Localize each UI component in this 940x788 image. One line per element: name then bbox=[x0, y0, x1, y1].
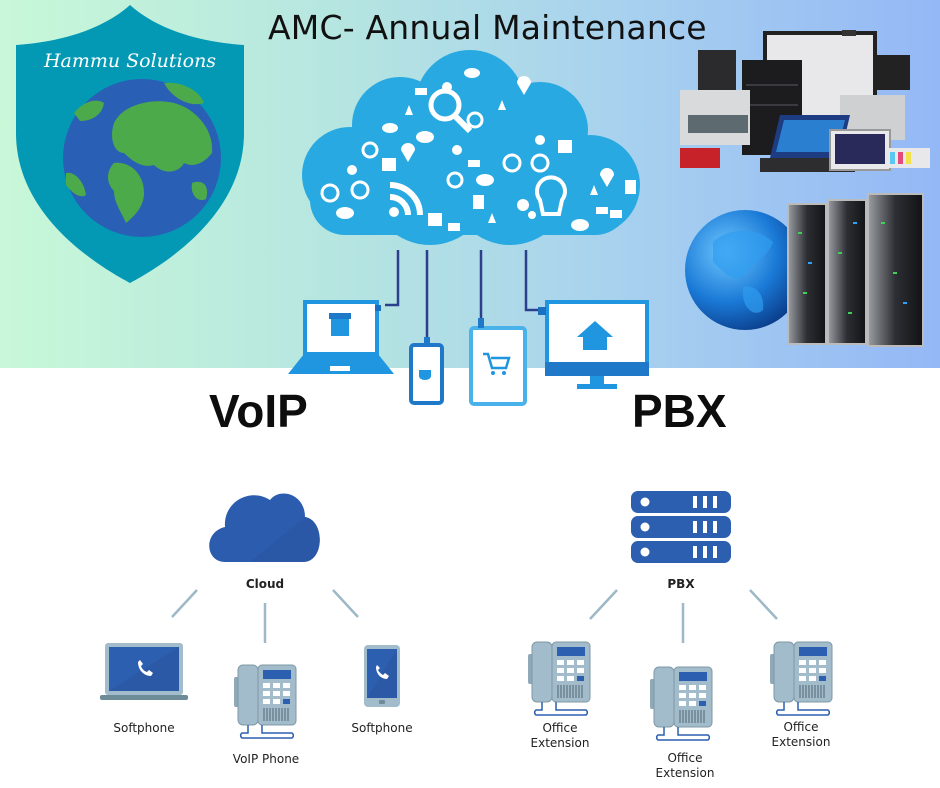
laptop-store-icon bbox=[288, 300, 394, 374]
company-name: Hammu Solutions bbox=[43, 50, 217, 72]
gears-icon bbox=[528, 211, 536, 219]
bell-icon bbox=[498, 100, 506, 110]
chat-icon bbox=[464, 68, 480, 78]
tablet-cart-icon bbox=[469, 318, 527, 406]
users-icon bbox=[442, 82, 452, 92]
label-line-2: Extension bbox=[771, 735, 831, 749]
label-line-1: Office bbox=[783, 720, 819, 734]
pbx-node-label: Office Extension bbox=[510, 721, 610, 751]
power-icon bbox=[361, 141, 379, 159]
chat-icon bbox=[476, 174, 494, 186]
voip-connectors bbox=[171, 589, 359, 643]
cloud-icon bbox=[209, 493, 320, 562]
cart-icon bbox=[610, 210, 622, 218]
users-icon bbox=[535, 135, 545, 145]
users-icon bbox=[347, 165, 357, 175]
label-line-1: Office bbox=[667, 751, 703, 765]
power-icon bbox=[446, 171, 464, 189]
calendar-icon bbox=[558, 140, 572, 153]
voip-node-label: Softphone bbox=[351, 721, 413, 735]
mobile-phone-icon bbox=[364, 645, 400, 707]
location-pin-icon bbox=[401, 143, 415, 162]
headset-icon bbox=[530, 153, 550, 173]
cloud-services-icon bbox=[302, 50, 640, 245]
desk-phone-icon bbox=[770, 641, 833, 716]
coffee-cup-icon bbox=[415, 88, 427, 95]
location-pin-icon bbox=[517, 76, 531, 95]
office-extension-phone bbox=[768, 640, 836, 716]
voip-heading: VoIP bbox=[209, 385, 308, 437]
info-icon bbox=[502, 153, 522, 173]
cart-icon bbox=[448, 223, 460, 231]
office-extension-phone bbox=[526, 640, 594, 716]
pbx-connectors bbox=[589, 589, 778, 643]
chat-icon bbox=[382, 123, 398, 133]
globe-server-racks bbox=[685, 193, 924, 347]
pbx-node-label: Office Extension bbox=[751, 720, 851, 750]
clipboard-icon bbox=[625, 180, 636, 194]
chat-icon bbox=[416, 131, 434, 143]
chat-icon bbox=[571, 219, 589, 231]
laptop-phone-icon bbox=[100, 643, 188, 700]
pbx-node-label: Office Extension bbox=[635, 751, 735, 781]
company-logo bbox=[16, 5, 244, 283]
voip-node-label: Softphone bbox=[113, 721, 175, 735]
coffee-cup-icon bbox=[596, 207, 608, 214]
desk-phone-icon bbox=[650, 666, 713, 741]
desk-phone-icon bbox=[528, 641, 591, 716]
voip-node-label: VoIP Phone bbox=[232, 752, 300, 766]
wifi-icon bbox=[389, 182, 423, 216]
cloud-hub-label: Cloud bbox=[245, 577, 285, 591]
page-title: AMC- Annual Maintenance bbox=[268, 8, 707, 47]
office-extension-phone bbox=[648, 665, 716, 741]
pbx-heading: PBX bbox=[632, 385, 727, 437]
computer-hardware-collage bbox=[680, 30, 930, 172]
power-icon bbox=[466, 111, 484, 129]
desk-phone-icon bbox=[234, 664, 297, 739]
connected-devices bbox=[288, 250, 649, 406]
server-stack-icon bbox=[631, 491, 731, 563]
headset-icon bbox=[320, 183, 340, 203]
bell-icon bbox=[405, 105, 413, 115]
globe-icon bbox=[63, 79, 221, 237]
bell-icon bbox=[590, 185, 598, 195]
lightbulb-icon bbox=[535, 175, 567, 216]
calendar-icon bbox=[382, 158, 396, 171]
label-line-1: Office bbox=[542, 721, 578, 735]
pbx-hub-label: PBX bbox=[667, 577, 695, 591]
info-icon bbox=[350, 180, 370, 200]
chat-icon bbox=[336, 207, 354, 219]
calendar-icon bbox=[428, 213, 442, 226]
coffee-cup-icon bbox=[468, 160, 480, 167]
clipboard-icon bbox=[473, 195, 484, 209]
location-pin-icon bbox=[600, 168, 614, 187]
users-icon bbox=[452, 145, 462, 155]
label-line-2: Extension bbox=[530, 736, 590, 750]
gears-icon bbox=[517, 199, 529, 211]
label-line-2: Extension bbox=[655, 766, 715, 780]
monitor-home-icon bbox=[538, 300, 649, 389]
bell-icon bbox=[488, 213, 496, 223]
smartphone-coffee-icon bbox=[409, 337, 444, 405]
